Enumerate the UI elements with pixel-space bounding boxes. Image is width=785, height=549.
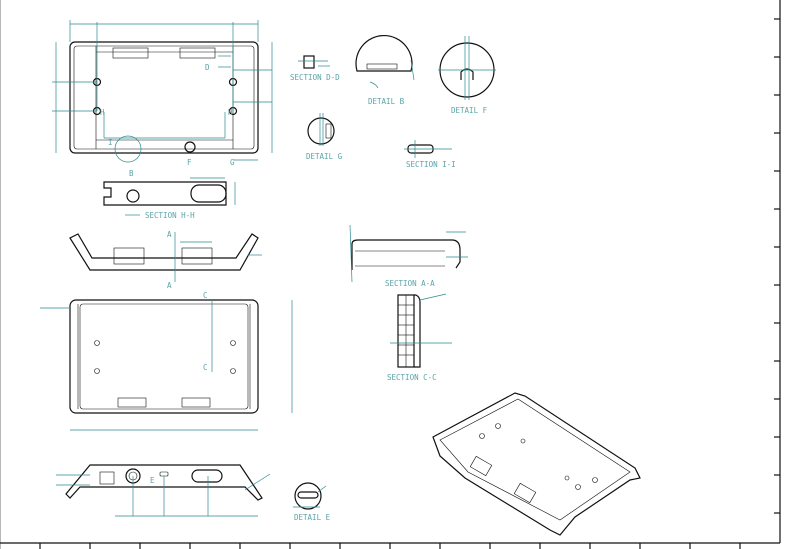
section-c-c: SECTION C-C <box>387 293 452 382</box>
label-section-a-a: SECTION A-A <box>385 279 435 288</box>
label-section-i-i: SECTION I-I <box>406 160 456 169</box>
label-detail-g: DETAIL G <box>306 152 343 161</box>
callout-a-bottom: A <box>167 281 172 290</box>
label-section-h-h: SECTION H-H <box>145 211 195 220</box>
detail-g: DETAIL G <box>306 113 343 161</box>
section-a-a: SECTION A-A <box>349 224 468 288</box>
callout-c-bottom: C <box>203 363 208 372</box>
front-view: A A <box>69 230 262 290</box>
callout-d: D <box>205 63 210 72</box>
section-h-h: SECTION H-H <box>103 177 236 220</box>
top-view: D H H I F G B <box>52 20 273 178</box>
callout-h-right: H <box>228 108 233 117</box>
bottom-view: C C <box>40 291 293 431</box>
detail-f: DETAIL F <box>438 36 496 115</box>
detail-b: DETAIL B <box>355 34 415 106</box>
callout-i: I <box>108 138 113 147</box>
label-detail-e: DETAIL E <box>294 513 331 522</box>
detail-e: DETAIL E <box>293 482 331 522</box>
side-view: E <box>56 464 271 517</box>
label-section-c-c: SECTION C-C <box>387 373 437 382</box>
callout-h: H <box>100 108 105 117</box>
label-detail-f: DETAIL F <box>451 106 488 115</box>
section-d-d: SECTION D-D <box>290 55 340 82</box>
callout-f: F <box>187 158 192 167</box>
callout-e: E <box>150 476 155 485</box>
isometric-view <box>432 392 641 536</box>
label-detail-b: DETAIL B <box>368 97 405 106</box>
callout-c: C <box>203 291 208 300</box>
section-i-i: SECTION I-I <box>404 140 456 169</box>
callout-a: A <box>167 230 172 239</box>
label-section-d-d: SECTION D-D <box>290 73 340 82</box>
callout-b: B <box>129 169 134 178</box>
callout-g: G <box>230 158 235 167</box>
